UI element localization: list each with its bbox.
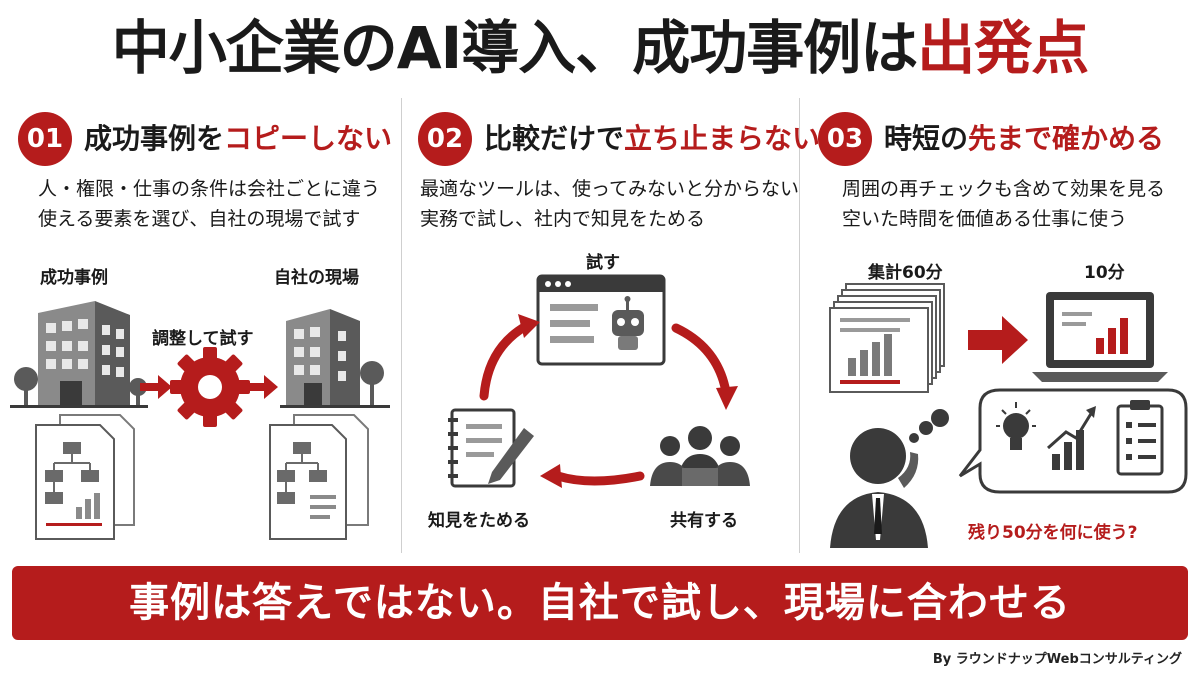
checklist-icon	[1116, 400, 1164, 476]
label-after-time: 10分	[1084, 263, 1125, 283]
desc-line: 使える要素を選び、自社の現場で試す	[38, 208, 361, 230]
desc-line: 周囲の再チェックも含めて効果を見る	[842, 178, 1166, 200]
column-description: 周囲の再チェックも含めて効果を見る 空いた時間を価値ある仕事に使う	[842, 174, 1165, 234]
heading-text: 比較だけで	[484, 122, 625, 155]
desc-line: 最適なツールは、使ってみないと分からない	[420, 178, 800, 200]
title-main: 中小企業のAI導入、成功事例は	[111, 14, 918, 82]
gear-icon	[170, 347, 250, 427]
column-heading: 成功事例をコピーしない	[84, 119, 392, 159]
number-badge: 03	[818, 112, 872, 166]
number-badge: 01	[18, 112, 72, 166]
column-description: 人・権限・仕事の条件は会社ごとに違う 使える要素を選び、自社の現場で試す	[38, 174, 380, 234]
laptop-chart-icon	[1032, 292, 1168, 382]
heading-accent: 立ち止まらない	[624, 122, 821, 155]
label-remaining-question: 残り50分を何に使う?	[968, 523, 1138, 543]
browser-robot-icon	[536, 274, 666, 366]
team-icon	[650, 426, 750, 486]
idea-bubble	[958, 388, 1188, 494]
heading-text: 時短の	[884, 122, 969, 155]
desc-line: 人・権限・仕事の条件は会社ごとに違う	[38, 178, 381, 200]
column-heading: 時短の先まで確かめる	[884, 119, 1164, 159]
title-accent: 出発点	[917, 14, 1089, 82]
label-share: 共有する	[670, 511, 738, 531]
number-badge: 02	[418, 112, 472, 166]
lightbulb-icon	[996, 402, 1036, 450]
office-building-icon	[10, 301, 148, 408]
label-accumulate: 知見をためる	[428, 511, 530, 531]
column-divider	[799, 98, 800, 553]
column-divider	[401, 98, 402, 553]
column-description: 最適なツールは、使ってみないと分からない 実務で試し、社内で知見をためる	[420, 174, 799, 234]
label-before-time: 集計60分	[868, 263, 943, 283]
label-success-case: 成功事例	[40, 268, 108, 288]
credit-text: By ラウンドナップWebコンサルティング	[932, 652, 1182, 667]
heading-text: 成功事例を	[84, 122, 225, 155]
thinking-person-icon	[830, 409, 949, 548]
desc-line: 空いた時間を価値ある仕事に使う	[842, 208, 1128, 230]
desc-line: 実務で試し、社内で知見をためる	[420, 208, 706, 230]
column-02: 02 比較だけで立ち止まらない 最適なツールは、使ってみないと分からない 実務で…	[400, 98, 820, 558]
summary-banner: 事例は答えではない。自社で試し、現場に合わせる	[12, 566, 1188, 640]
column-01: 01 成功事例をコピーしない 人・権限・仕事の条件は会社ごとに違う 使える要素を…	[0, 98, 400, 558]
office-building-icon	[280, 309, 390, 408]
paper-stack-icon	[829, 283, 945, 393]
growth-chart-icon	[1047, 406, 1096, 470]
heading-accent: コピーしない	[224, 122, 393, 155]
flowchart-document-icon	[35, 414, 135, 540]
notebook-pencil-icon	[448, 408, 534, 488]
time-saving-illustration	[829, 283, 1188, 548]
heading-accent: 先まで確かめる	[968, 122, 1165, 155]
label-own-site: 自社の現場	[274, 268, 359, 288]
page-title: 中小企業のAI導入、成功事例は出発点	[0, 8, 1200, 88]
adaptation-illustration	[10, 301, 390, 540]
flowchart-document-icon	[269, 414, 369, 540]
label-adjust-try: 調整して試す	[152, 329, 254, 349]
column-03: 03 時短の先まで確かめる 周囲の再チェックも含めて効果を見る 空いた時間を価値…	[800, 98, 1200, 558]
column-heading: 比較だけで立ち止まらない	[484, 119, 820, 159]
label-try: 試す	[586, 253, 620, 273]
cycle-illustration	[448, 274, 750, 488]
